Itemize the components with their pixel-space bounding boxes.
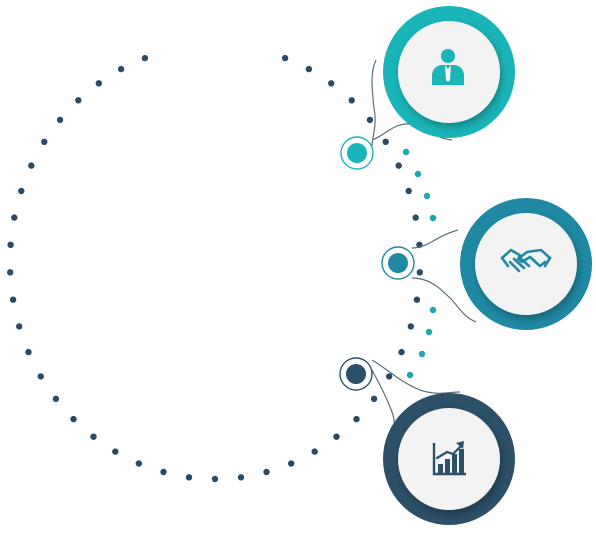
arc-dot (305, 65, 313, 73)
arc-dot (90, 433, 97, 440)
connector-dot (406, 371, 414, 379)
connector-line-bottom-upper (371, 359, 461, 394)
connector-dots (402, 148, 437, 379)
connector-dot (418, 350, 426, 358)
arc-dot (52, 395, 60, 402)
handshake-icon (500, 248, 552, 273)
arc-dot (237, 474, 245, 481)
arc-dot (95, 80, 103, 87)
arc-dot (11, 214, 18, 221)
connector-dot (423, 192, 431, 200)
arc-dot (56, 116, 64, 124)
growth-chart-icon (432, 441, 466, 476)
node-middle (460, 198, 592, 330)
arc-dot (386, 373, 393, 380)
knob-middle (381, 246, 415, 280)
arc-dot (37, 373, 44, 380)
arc-dot (328, 80, 335, 87)
connector-line-middle-lower (411, 277, 477, 323)
connector-dot (402, 148, 410, 156)
connector-dot (429, 306, 437, 314)
arc-dot (398, 348, 405, 356)
arc-dot (18, 187, 25, 195)
knob-top (340, 136, 374, 170)
connector-dot (414, 170, 422, 178)
arc-dot (366, 116, 374, 124)
arc-dot (117, 65, 125, 73)
arc-dot (28, 162, 35, 169)
arc-dot (7, 241, 14, 248)
arc-dot (348, 97, 355, 104)
arc-dot (7, 269, 14, 276)
large-dotted-arc (7, 54, 423, 483)
arc-dot (281, 54, 289, 62)
connector-lines (371, 59, 477, 461)
arc-dot (75, 97, 82, 104)
connector-line-top-upper (371, 59, 377, 156)
node-bottom (383, 393, 515, 525)
arc-dot (25, 348, 32, 356)
arc-dot (405, 187, 412, 195)
businessman-icon (432, 49, 464, 85)
arc-dot (370, 395, 378, 402)
arc-dot (160, 468, 167, 476)
arc-dot (41, 138, 48, 145)
arc-dot (288, 460, 295, 467)
arc-dot (185, 474, 193, 481)
arc-dot (141, 54, 149, 62)
arc-dot (311, 448, 318, 455)
arc-dot (412, 214, 419, 221)
node-top (383, 6, 515, 138)
arc-dot (416, 269, 423, 276)
arc-dot (16, 323, 23, 330)
arc-dot (9, 296, 17, 303)
arc-dot (112, 448, 119, 455)
arc-dot (70, 415, 77, 423)
arc-dot (382, 138, 389, 145)
arc-dot (211, 475, 219, 483)
arc-dot (353, 415, 360, 423)
knob-bottom (339, 357, 373, 391)
arc-dot (333, 433, 340, 440)
connector-dot (429, 214, 437, 222)
arc-dot (413, 296, 421, 303)
arc-dot (407, 323, 414, 330)
connector-dot (425, 328, 433, 336)
connector-line-middle (411, 229, 459, 249)
arc-dot (395, 162, 402, 169)
arc-dot (135, 460, 142, 467)
arc-dot (263, 468, 270, 476)
